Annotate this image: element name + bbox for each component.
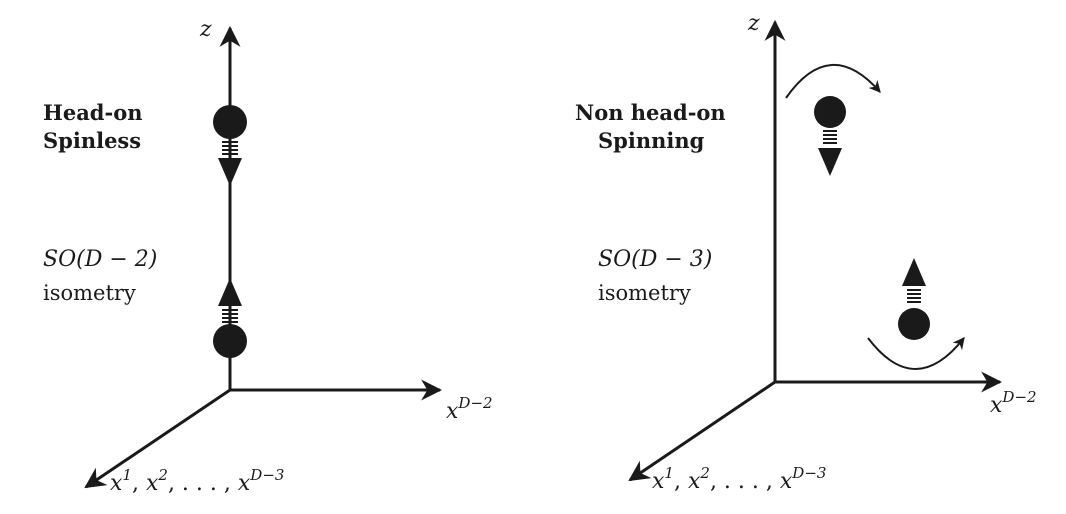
left-z-label: z xyxy=(199,17,212,42)
right-x-right-sup: D−2 xyxy=(1001,388,1036,406)
right-diag-x2-sup: 2 xyxy=(699,464,710,482)
right-diag-x2-base: x xyxy=(688,469,701,494)
right-title-line2: Spinning xyxy=(598,128,705,153)
left-lower-spring xyxy=(222,309,238,323)
right-diag-sep1: , xyxy=(674,469,688,494)
right-diag-xd-base: x xyxy=(780,469,793,494)
right-lower-spring xyxy=(907,289,921,303)
left-diag-x2-base: x xyxy=(146,471,159,496)
right-upper-velocity-arrow xyxy=(818,148,842,176)
left-symmetry-label: SO(D − 2) xyxy=(43,247,157,272)
left-upper-velocity-arrow xyxy=(218,158,242,186)
left-title-line2: Spinless xyxy=(43,128,141,153)
left-diag-sep1: , xyxy=(132,471,146,496)
right-diag-x1-base: x xyxy=(652,469,665,494)
right-title-line1: Non head-on xyxy=(575,100,726,125)
left-x-diagonal-label: x1, x2, . . . , xD−3 xyxy=(110,466,284,496)
left-title-line1: Head-on xyxy=(43,100,142,125)
left-diag-xd-sup: D−3 xyxy=(249,466,284,484)
left-upper-spring xyxy=(222,141,238,155)
left-lower-velocity-arrow xyxy=(218,278,242,306)
right-x-right-base: x xyxy=(990,393,1003,418)
left-diag-x1-sup: 1 xyxy=(122,466,132,484)
left-lower-particle xyxy=(213,324,247,358)
left-diag-sep2: , . . . , xyxy=(168,471,238,496)
left-upper-particle xyxy=(213,105,247,139)
right-symmetry-label: SO(D − 3) xyxy=(598,247,712,272)
left-diag-xd-base: x xyxy=(238,471,251,496)
left-panel: z Head-on Spinless SO(D − 2) isometry xD… xyxy=(43,17,493,496)
left-x-diagonal-axis xyxy=(84,388,231,489)
right-x-diagonal-axis xyxy=(628,380,776,482)
left-x-right-label: xD−2 xyxy=(446,394,493,424)
right-upper-spring xyxy=(823,130,837,144)
right-diag-x1-sup: 1 xyxy=(664,464,674,482)
left-diag-x2-sup: 2 xyxy=(157,466,168,484)
right-diag-sep2: , . . . , xyxy=(710,469,780,494)
left-symmetry-caption: isometry xyxy=(43,281,136,305)
right-z-label: z xyxy=(747,11,760,36)
right-lower-velocity-arrow xyxy=(902,258,926,286)
left-x-right-base: x xyxy=(446,399,459,424)
right-x-right-label: xD−2 xyxy=(990,388,1037,418)
right-lower-spin-arc xyxy=(867,337,965,370)
right-diag-xd-sup: D−3 xyxy=(791,464,826,482)
right-symmetry-caption: isometry xyxy=(598,281,691,305)
right-panel: z Non head-on Spinning SO(D − 3) isometr… xyxy=(575,11,1037,494)
left-diag-x1-base: x xyxy=(110,471,123,496)
right-x-diagonal-label: x1, x2, . . . , xD−3 xyxy=(652,464,826,494)
right-upper-spin-arc xyxy=(785,64,881,99)
left-x-right-sup: D−2 xyxy=(457,394,492,412)
right-upper-particle xyxy=(814,96,846,128)
right-lower-particle xyxy=(898,308,930,340)
